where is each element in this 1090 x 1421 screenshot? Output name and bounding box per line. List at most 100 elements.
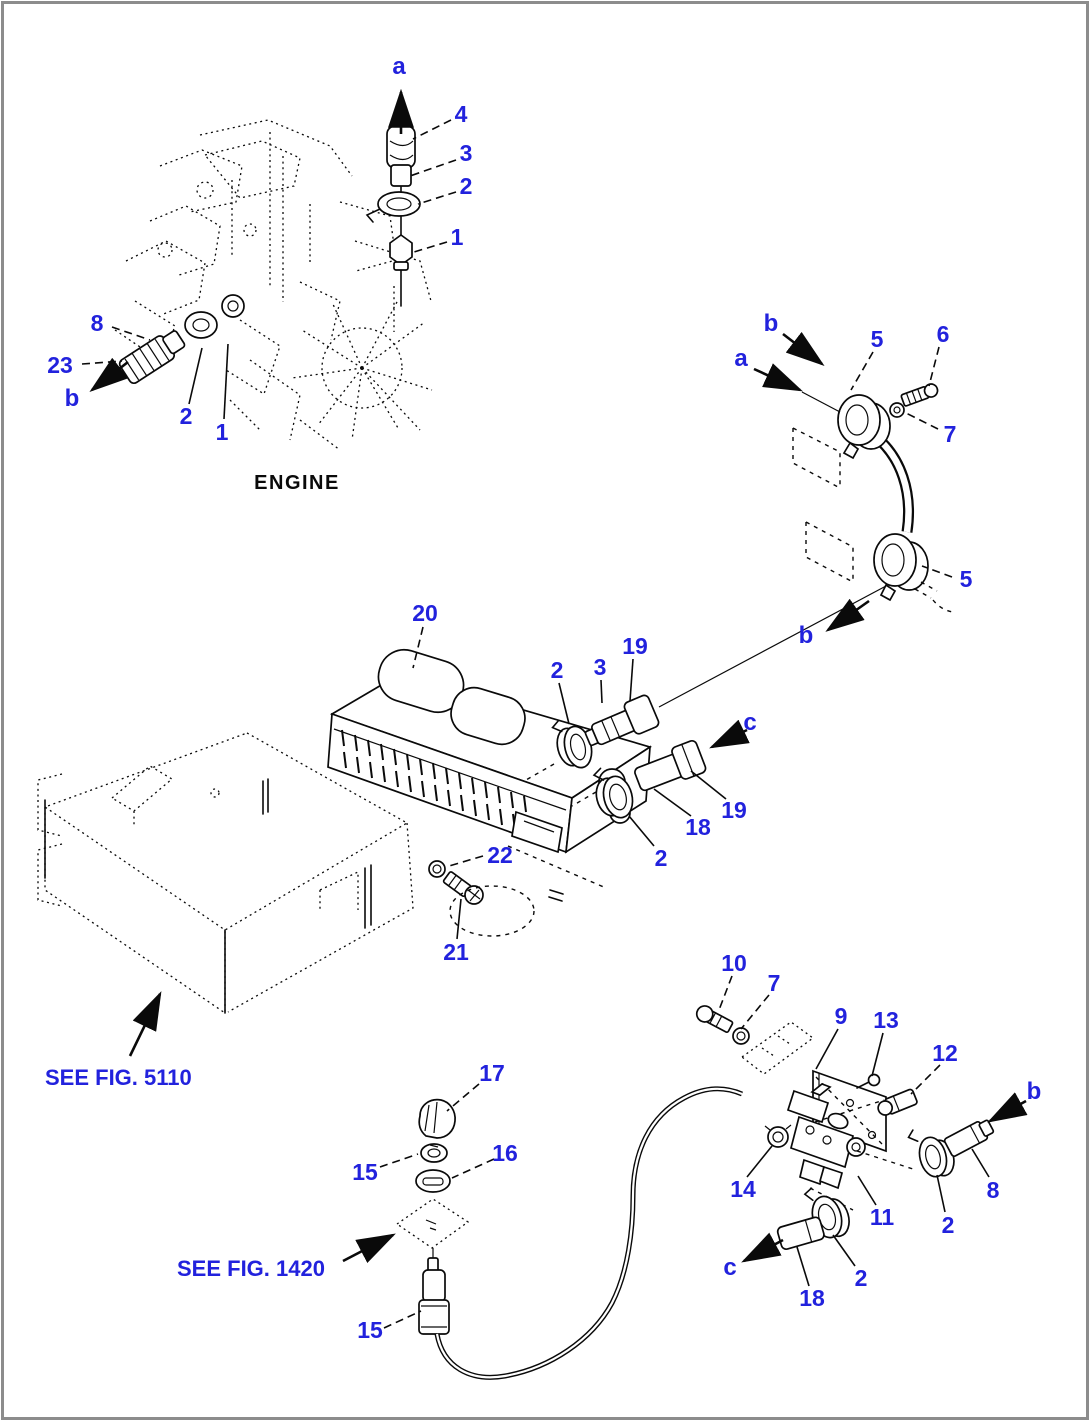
direction-arrow (753, 363, 803, 392)
leader-line (417, 191, 457, 205)
callout-label: 18 (685, 814, 711, 840)
callout-label: 23 (47, 352, 73, 378)
plate-1420 (395, 1198, 470, 1249)
leader-line (832, 1234, 856, 1267)
leader-line (412, 626, 424, 669)
callout-label: 15 (352, 1159, 378, 1185)
leader-line (413, 241, 448, 253)
direction-label: b (764, 310, 779, 337)
direction-arrow (987, 1092, 1028, 1123)
leader-line (857, 1175, 877, 1206)
nut-14 (764, 1124, 792, 1148)
callout-label: 7 (768, 970, 781, 996)
leader-line (718, 975, 733, 1011)
leader-line (379, 1153, 419, 1168)
snap-ring-15 (420, 1143, 448, 1163)
bolt-13 (856, 1073, 881, 1089)
dashed-links (809, 1150, 914, 1211)
callout-label: 1 (216, 419, 229, 445)
clamp-ring-2 (365, 191, 421, 223)
fitting-1-engine (221, 294, 245, 318)
figure-note-arrow (342, 1233, 396, 1264)
callout-label: 19 (622, 633, 648, 659)
mount-plate-dashed-lower (805, 521, 854, 582)
leader-line (448, 855, 484, 867)
callout-label: 11 (870, 1204, 895, 1230)
equals-mark (548, 889, 564, 902)
direction-label: c (743, 709, 756, 736)
leader-line (850, 351, 874, 391)
direction-arrow (89, 357, 129, 392)
nut-7 (889, 402, 905, 418)
leader-line (690, 770, 727, 800)
direction-label: b (799, 622, 814, 649)
leader-line (796, 1246, 810, 1287)
callout-label: 2 (460, 173, 473, 199)
callout-label: 2 (180, 403, 193, 429)
leader-line (910, 1064, 941, 1095)
callout-label: 21 (443, 939, 469, 965)
callout-label: 17 (479, 1060, 505, 1086)
leader-line (456, 898, 462, 940)
leader-line (111, 326, 151, 341)
leader-line (653, 788, 692, 817)
figure-note: SEE FIG. 1420 (177, 1256, 325, 1281)
mount-plate-dashed-bracket (740, 1021, 815, 1075)
figure-note: SEE FIG. 5110 (45, 1065, 192, 1090)
leader-line (936, 1174, 946, 1213)
hose-clamp-5-lower (873, 533, 954, 613)
callout-label: 20 (412, 600, 438, 626)
callout-label: 2 (942, 1212, 955, 1238)
leader-line (223, 343, 229, 420)
temp-sensor-15 (418, 1257, 450, 1335)
callout-label: 14 (730, 1176, 756, 1202)
direction-arrow (825, 598, 870, 632)
dashed-circle-21 (449, 885, 535, 937)
callout-label: 22 (487, 842, 513, 868)
heater-unit-20 (327, 648, 653, 854)
mount-plate-dashed-upper (792, 427, 841, 488)
callout-label: 9 (835, 1003, 848, 1029)
leader-line (600, 679, 603, 704)
callout-label: 4 (455, 101, 468, 127)
connector-8 (943, 1119, 995, 1158)
direction-arrow (741, 1232, 784, 1263)
callout-label: 5 (960, 566, 973, 592)
leader-line (871, 1032, 884, 1077)
callout-label: 8 (91, 310, 104, 336)
callout-label: 2 (551, 657, 564, 683)
leader-line (383, 1310, 422, 1329)
leader-line (746, 1145, 773, 1178)
leader-line (558, 682, 570, 725)
leader-line (628, 815, 655, 847)
callout-label: 3 (594, 654, 607, 680)
valve-body-11 (786, 1083, 866, 1190)
fitting-1 (389, 233, 413, 271)
leader-line (412, 119, 452, 140)
callout-label: 12 (932, 1040, 958, 1066)
leader-line (446, 1083, 480, 1112)
bolt-6 (900, 383, 939, 407)
clamp-2-engine (184, 311, 218, 339)
leader-line (409, 159, 457, 177)
direction-label: b (1027, 1078, 1042, 1105)
connector-19-upper (584, 694, 660, 747)
callout-label: 10 (721, 950, 747, 976)
hose-line-a (801, 391, 841, 413)
leader-line (921, 565, 953, 578)
callout-label: 1 (451, 224, 464, 250)
callout-label: 8 (987, 1177, 1000, 1203)
direction-label: a (734, 345, 748, 372)
nut-7-lower (732, 1027, 750, 1045)
callout-label: 6 (937, 321, 950, 347)
direction-label: a (392, 53, 406, 80)
callout-label: 2 (655, 845, 668, 871)
hose-clamp-2-middle (592, 767, 634, 819)
control-box-5110 (37, 732, 414, 1015)
callout-label: 19 (721, 797, 747, 823)
direction-label: b (65, 385, 80, 412)
callout-label: 18 (799, 1285, 825, 1311)
figure-note-arrow (128, 991, 162, 1057)
